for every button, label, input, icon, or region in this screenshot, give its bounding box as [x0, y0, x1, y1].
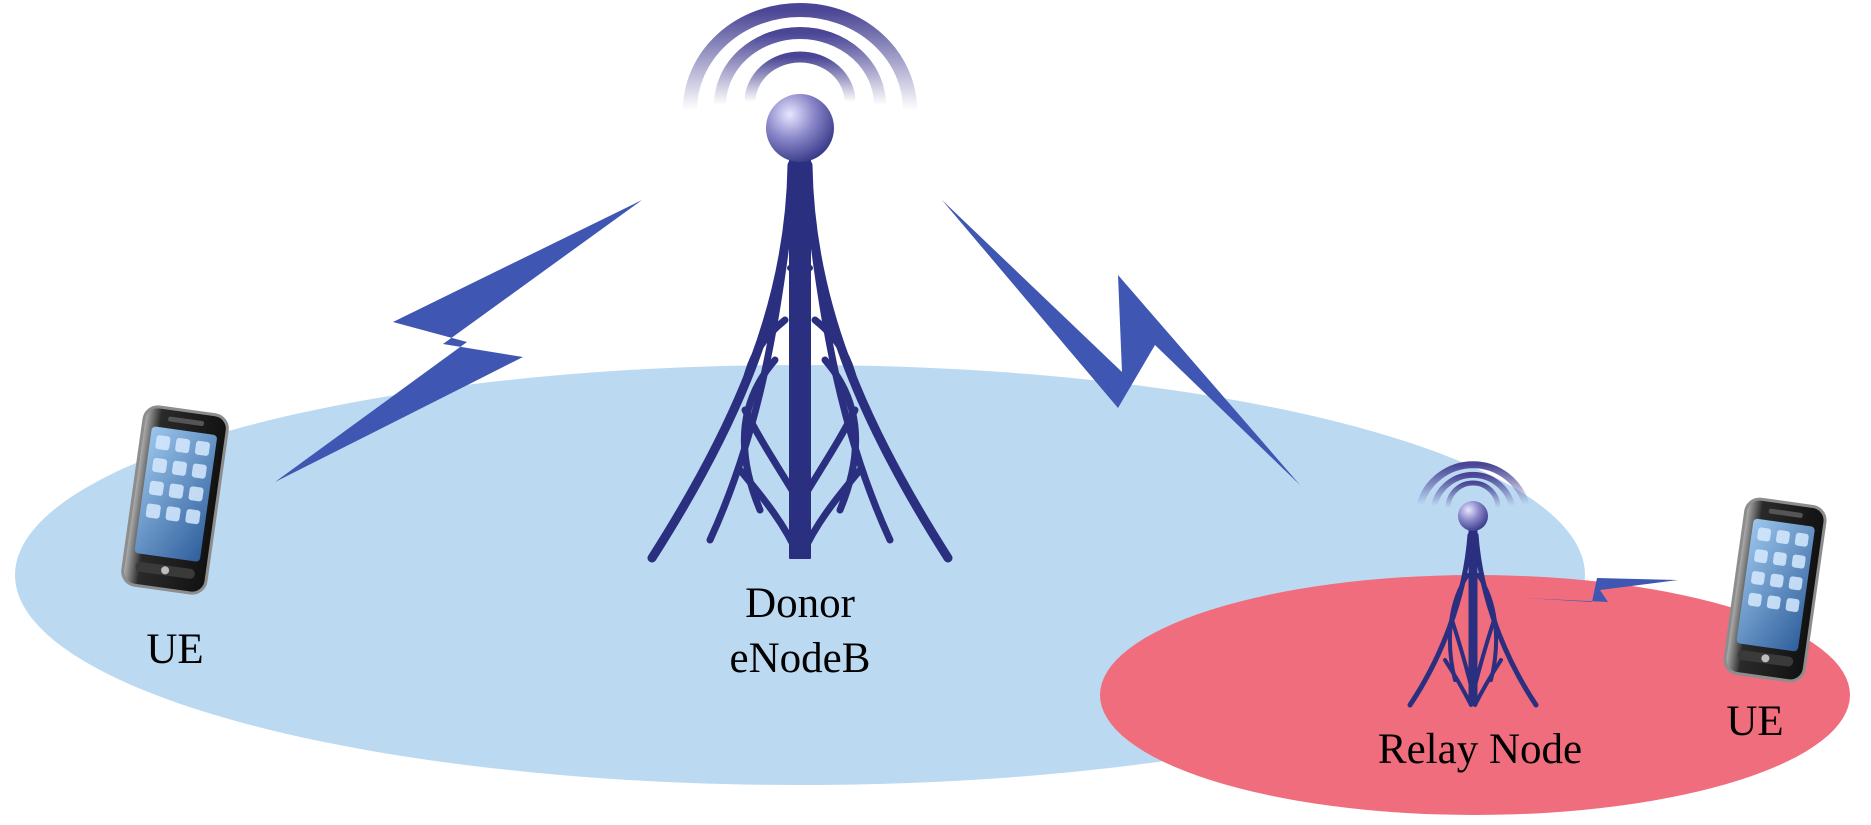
- relay-node-label: Relay Node: [1377, 726, 1583, 773]
- lightning-bolt-icon: [942, 200, 1300, 485]
- signal-waves-icon: [683, 3, 917, 111]
- lightning-bolt-icon: [275, 200, 642, 482]
- lightning-bolt-icon: [1525, 578, 1678, 602]
- donor-label-line2: eNodeB: [729, 635, 871, 682]
- tower-antenna-ball: [766, 94, 834, 162]
- smartphone-icon: [121, 405, 229, 595]
- radio-tower-icon: [647, 159, 953, 563]
- signal-waves-icon: [1416, 461, 1530, 509]
- smartphone-icon: [1723, 497, 1827, 683]
- ue-left-label: UE: [146, 626, 204, 673]
- tower-antenna-ball: [1458, 501, 1488, 531]
- ue-right-label: UE: [1726, 698, 1784, 745]
- donor-label-line1: Donor: [745, 580, 855, 627]
- donor-enodeb-label: Donor eNodeB: [690, 582, 910, 680]
